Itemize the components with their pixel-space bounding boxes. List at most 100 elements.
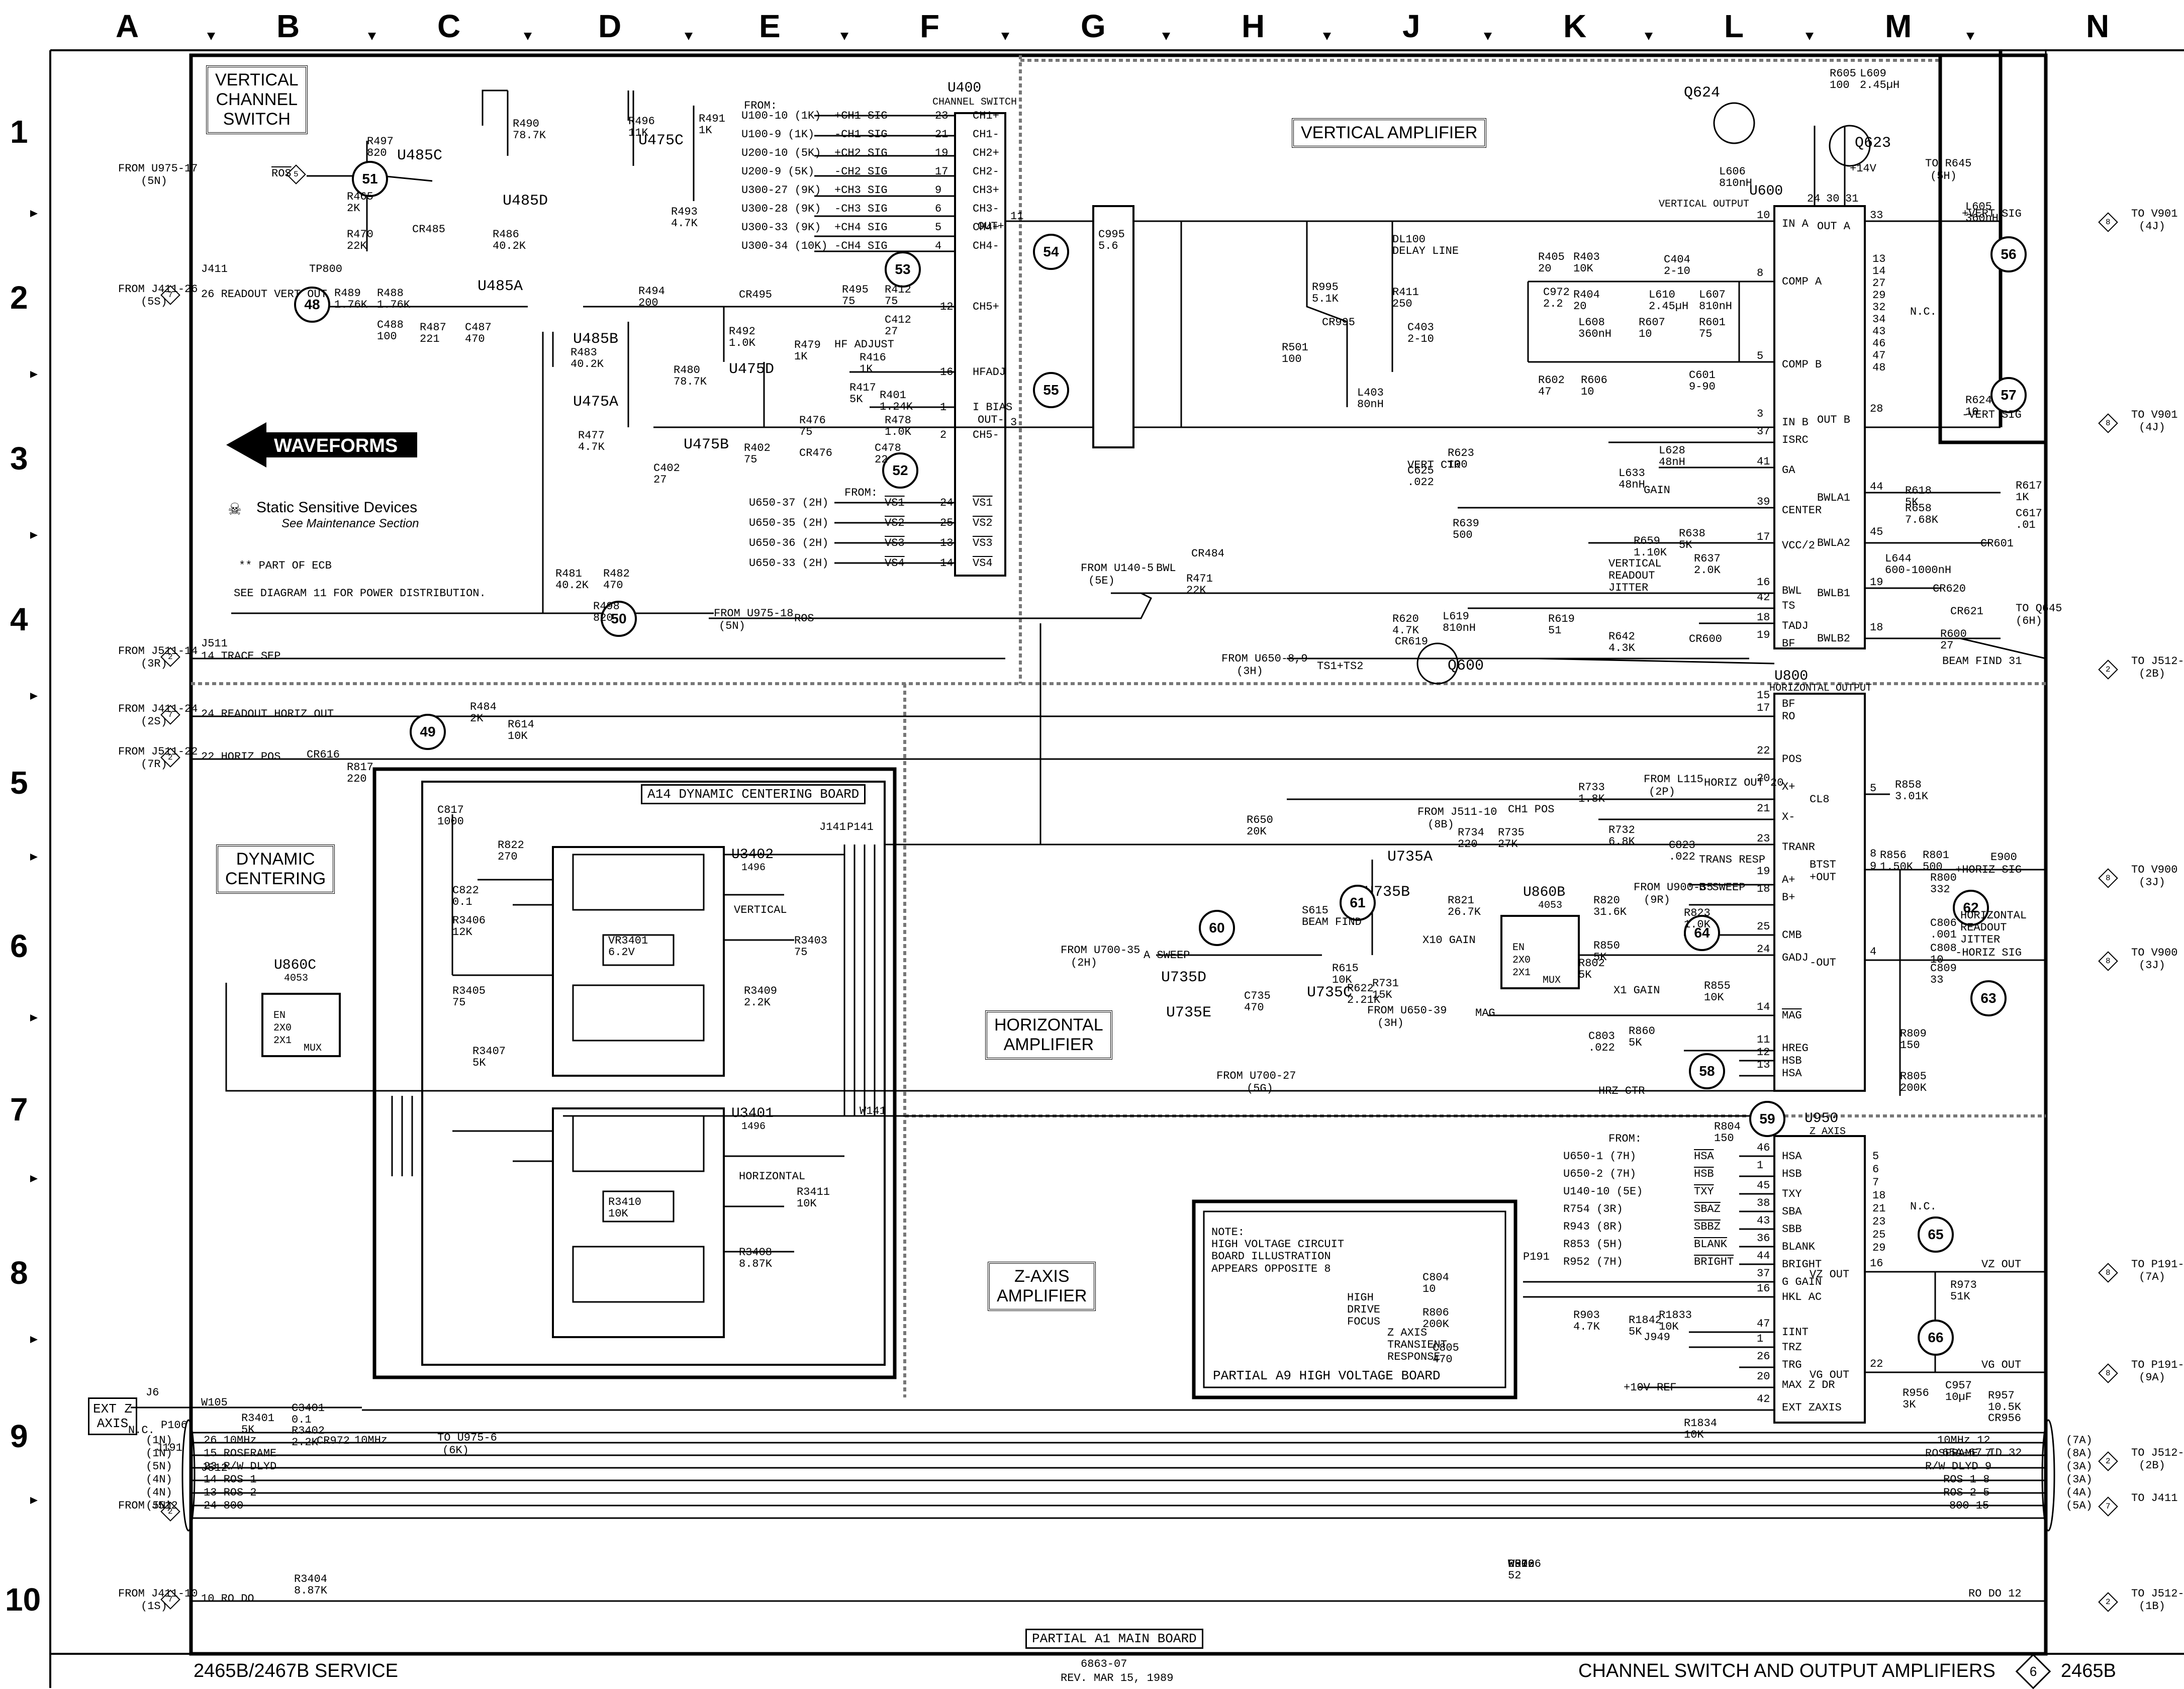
edge-signal: RO DO 12 (1968, 1587, 2022, 1600)
test-point: 50 (601, 601, 637, 637)
u400-source: U100-9 (1K) (741, 128, 815, 141)
component-ref: CR600 (1689, 633, 1723, 645)
component-ref: R606 (1581, 374, 1607, 387)
component-cr621: CR621 (1950, 606, 1983, 617)
component-value: .022 (1588, 1042, 1615, 1055)
u400-pin-label: I BIAS (973, 401, 1013, 414)
u600-pin-label: TADJ (1782, 620, 1809, 632)
component-value: 10K (1332, 974, 1352, 987)
component-value: 7.68K (1905, 514, 1939, 527)
bus-right-ref: (5A) (2066, 1499, 2093, 1512)
component-value: 100 (377, 330, 397, 343)
component-value: 0.1 (452, 896, 472, 909)
component-value: 1.76K (334, 299, 368, 312)
component-value: 5.1K (1312, 293, 1339, 306)
component-value: 2K (470, 712, 484, 725)
component-ref: R637 (1694, 552, 1721, 565)
test-point: 60 (1199, 910, 1235, 946)
component-value: 200 (638, 297, 658, 310)
u800-pin-number: 9 (1870, 860, 1877, 873)
component-ref: R1834 (1684, 1417, 1718, 1430)
from-u650-39: FROM U650-39 (1367, 1004, 1447, 1017)
u600-pin-number: 33 (1870, 209, 1883, 222)
bus-right-ref: (7A) (2066, 1434, 2093, 1447)
u800-pin-label: RO (1782, 710, 1795, 723)
u800-name: U800 (1774, 669, 1809, 684)
u600-pin-label: BWLA2 (1817, 537, 1851, 549)
component-value: 10K (508, 730, 528, 743)
edge-ref: (5S) (141, 296, 167, 308)
component-ref: R614 (508, 718, 534, 731)
component-ref: R486 (493, 228, 519, 241)
edge-from: FROM J411-26 (118, 283, 198, 296)
transistor-label: U475B (684, 436, 729, 453)
component-ref: R995 (1312, 281, 1339, 294)
board-a14-label: A14 DYNAMIC CENTERING BOARD (641, 784, 866, 804)
component-cr476: CR476 (799, 447, 832, 459)
test-point: 48 (294, 287, 330, 323)
u950-pin-label: BRIGHT (1782, 1258, 1822, 1271)
component-value: 40.2K (571, 358, 604, 371)
component-value: 1.0K (885, 426, 911, 439)
component-value: 100 (1282, 353, 1302, 366)
component-ref: VR3401 (608, 934, 648, 947)
bwl-label: BWL (1156, 562, 1176, 575)
bus-left-signal: 26 10MHz (204, 1434, 257, 1447)
u800-pin-label: HSB (1782, 1055, 1802, 1067)
component-value: 200K (1900, 1082, 1927, 1095)
edge-from: FROM J411-10 (118, 1587, 198, 1600)
bus-left-ref: (1N) (146, 1434, 172, 1447)
component-value: 2-10 (1407, 333, 1434, 346)
section-z-axis-amplifier: Z-AXIS AMPLIFIER (988, 1262, 1096, 1311)
z-source: R754 (3R) (1563, 1203, 1623, 1215)
u950-nc-pin: 29 (1872, 1242, 1886, 1254)
bus-right-signal: ROS 2 5 (1943, 1486, 1990, 1499)
edge-signal: 22 HORIZ POS (201, 750, 281, 763)
component-value: 220 (347, 773, 367, 786)
component-ref: R800 (1930, 872, 1957, 884)
diagram-ref-number: 8 (2106, 217, 2111, 227)
u400-source: U200-10 (5K) (741, 147, 821, 159)
u400-pin-label: CH4- (973, 240, 999, 252)
component-ref: R401 (880, 389, 906, 402)
u800-pin-label: POS (1782, 753, 1802, 766)
component-value: 1.10K (1634, 546, 1667, 559)
u800-pin-number: 20 (1757, 772, 1770, 785)
u600-pin-number: 39 (1757, 496, 1770, 508)
u800-pin-number: 21 (1757, 802, 1770, 815)
component-value: 5K (1593, 951, 1607, 964)
component-ref: L644 (1885, 552, 1912, 565)
component-ref: R483 (571, 346, 597, 359)
hv-note-line: HIGH VOLTAGE CIRCUIT (1211, 1238, 1345, 1251)
u600-top-pin: 24 (1807, 193, 1821, 205)
edge-to: TO J512-32 (2131, 1447, 2184, 1459)
component-ref: R501 (1282, 341, 1308, 354)
component-value: 9-90 (1689, 381, 1716, 394)
component-ref: R411 (1392, 286, 1419, 299)
component-ref: L610 (1649, 289, 1675, 301)
component-cr495: CR495 (739, 289, 772, 301)
component-ref: R3401 (241, 1412, 275, 1425)
u800-desc: HORIZONTAL OUTPUT (1769, 683, 1872, 694)
section-label-line: SWITCH (223, 110, 291, 129)
component-ref: R617 (2016, 480, 2042, 492)
component-value: 10K (1684, 1429, 1704, 1442)
u950-pin-label: EXT ZAXIS (1782, 1401, 1842, 1414)
component-value: 31.6K (1593, 906, 1627, 919)
u400-source: U200-9 (5K) (741, 165, 815, 178)
component-value: 5K (1629, 1326, 1642, 1339)
component-ref: R489 (334, 287, 361, 300)
waveforms-label[interactable]: WAVEFORMS (274, 435, 398, 456)
component-ref: CR601 (1980, 537, 2014, 550)
